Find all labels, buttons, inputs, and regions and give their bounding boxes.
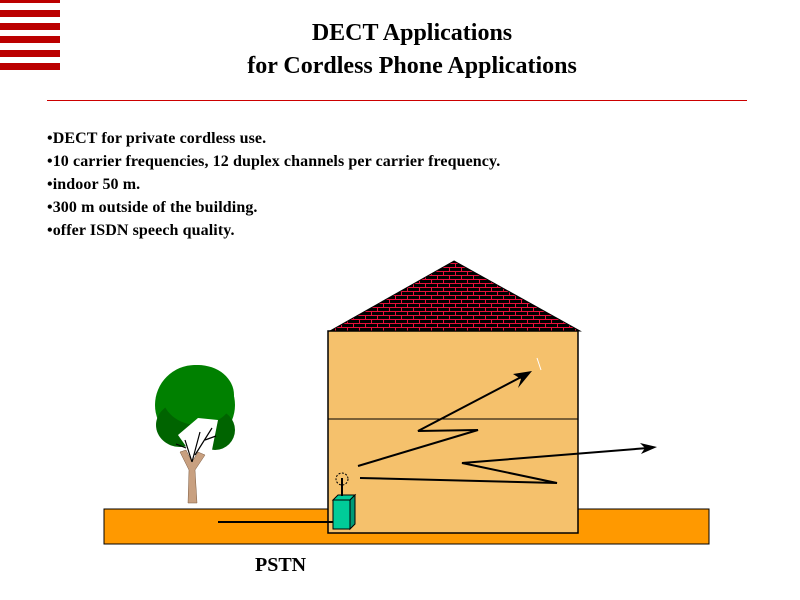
tree-icon [155, 365, 235, 504]
title-divider [47, 100, 747, 101]
logo-stripe [0, 0, 60, 3]
bullet-item: DECT for private cordless use. [47, 127, 500, 150]
house-roof [328, 260, 582, 332]
bullet-item: 300 m outside of the building. [47, 196, 500, 219]
bullet-item: offer ISDN speech quality. [47, 219, 500, 242]
page-title-line2: for Cordless Phone Applications [247, 53, 577, 79]
logo-stripe [0, 23, 60, 30]
base-station-icon [331, 472, 357, 531]
logo-stripe [0, 10, 60, 17]
bullet-list: DECT for private cordless use. 10 carrie… [47, 127, 501, 242]
logo-stripe [0, 36, 60, 43]
bullet-item: 10 carrier frequencies, 12 duplex channe… [47, 150, 501, 173]
logo-stripe [0, 50, 60, 57]
radio-signal-indoor [357, 357, 542, 467]
pstn-label: PSTN [255, 554, 307, 576]
house-wall [327, 330, 579, 534]
page-title-line1: DECT Applications [311, 20, 513, 46]
bullet-item: indoor 50 m. [47, 173, 500, 196]
radio-signal-outdoor [359, 443, 657, 484]
logo-stripe [0, 63, 60, 70]
